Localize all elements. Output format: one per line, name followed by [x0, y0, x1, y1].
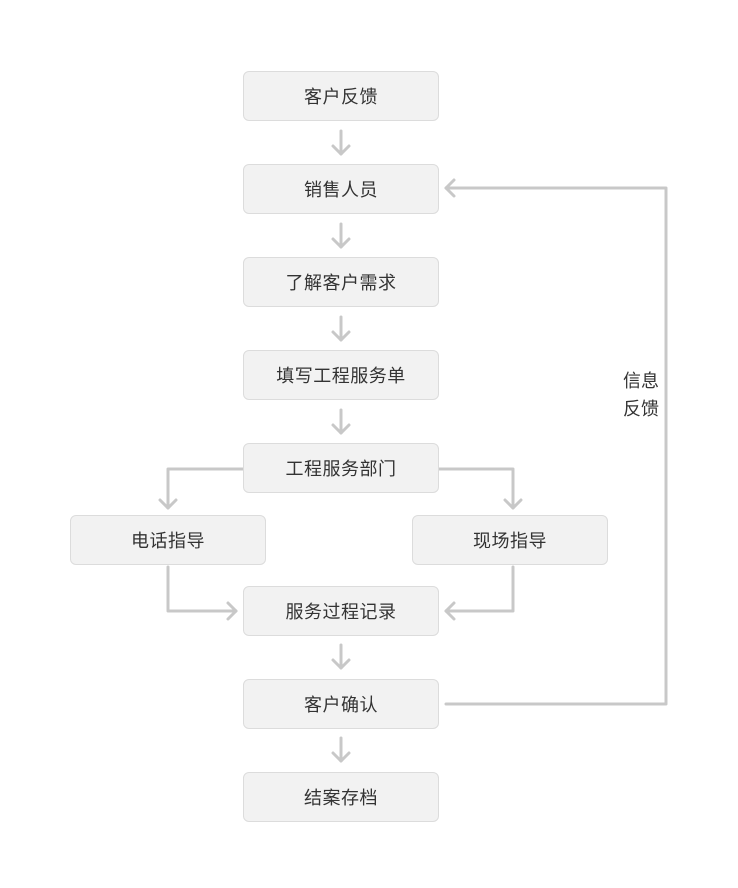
arrow-onsite-to-record: [444, 565, 515, 621]
arrow-confirm-to-archive: [331, 736, 351, 763]
arrow-record-to-confirm: [331, 643, 351, 670]
node-service-record: 服务过程记录: [243, 586, 439, 636]
arrow-phone-to-record: [166, 565, 238, 621]
node-phone-guidance: 电话指导: [70, 515, 266, 565]
node-customer-confirm: 客户确认: [243, 679, 439, 729]
node-understand-needs: 了解客户需求: [243, 257, 439, 307]
arrow-sales-to-needs: [331, 222, 351, 249]
node-service-dept: 工程服务部门: [243, 443, 439, 493]
arrow-dept-to-onsite: [437, 467, 523, 510]
feedback-label-line2: 反馈: [623, 399, 659, 420]
node-customer-feedback: 客户反馈: [243, 71, 439, 121]
feedback-label-line1: 信息: [623, 371, 659, 392]
arrow-dept-to-phone: [158, 467, 245, 510]
node-sales-staff: 销售人员: [243, 164, 439, 214]
arrow-feedback-loop: [444, 178, 668, 706]
feedback-label: 信息 反馈: [617, 368, 665, 424]
node-fill-order: 填写工程服务单: [243, 350, 439, 400]
node-case-archive: 结案存档: [243, 772, 439, 822]
arrow-order-to-dept: [331, 408, 351, 435]
arrow-feedback-to-sales: [331, 129, 351, 156]
arrow-needs-to-order: [331, 315, 351, 342]
node-onsite-guidance: 现场指导: [412, 515, 608, 565]
